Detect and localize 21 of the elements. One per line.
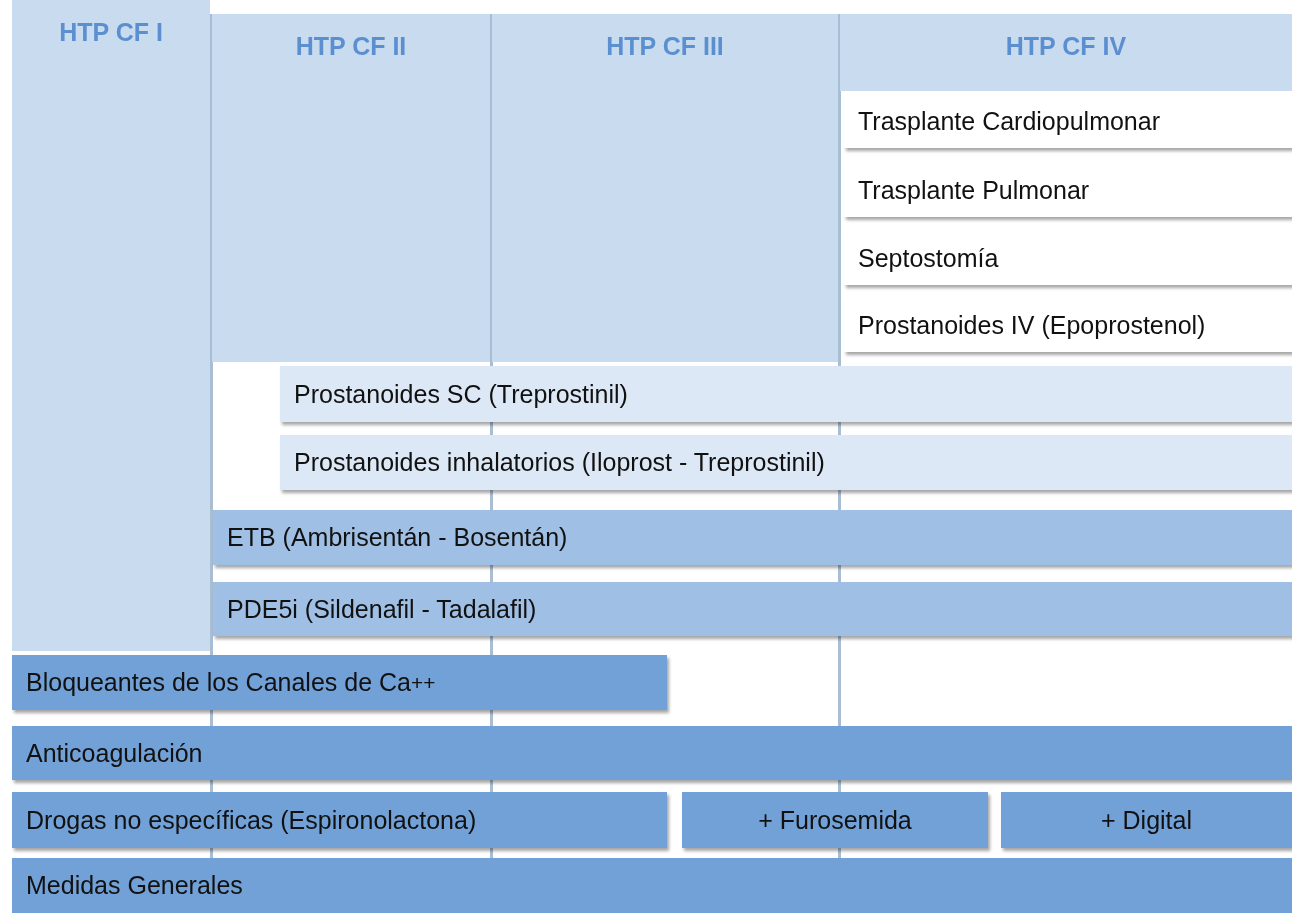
column-heading: HTP CF IV <box>1004 32 1128 61</box>
therapy-bar: Septostomía <box>844 232 1292 285</box>
therapy-bar: Trasplante Cardiopulmonar <box>844 95 1292 148</box>
therapy-bar: Prostanoides inhalatorios (Iloprost - Treprostinil) <box>280 435 1292 490</box>
column-panel <box>212 14 490 362</box>
therapy-bar: Drogas no específicas (Espironolactona) <box>12 792 667 848</box>
therapy-bar: Medidas Generales <box>12 858 1292 913</box>
column-panel <box>840 14 1292 91</box>
column-heading: HTP CF I <box>58 18 164 47</box>
column-panel <box>492 14 838 362</box>
column-heading: HTP CF III <box>605 32 725 61</box>
therapy-bar: + Digital <box>1001 792 1292 848</box>
column-panel <box>12 0 210 651</box>
column-heading: HTP CF II <box>294 32 408 61</box>
therapy-bar: ETB (Ambrisentán - Bosentán) <box>213 510 1292 565</box>
therapy-bar: Prostanoides IV (Epoprostenol) <box>844 298 1292 352</box>
therapy-bar: Anticoagulación <box>12 726 1292 780</box>
therapy-bar: Trasplante Pulmonar <box>844 163 1292 217</box>
therapy-bar: + Furosemida <box>682 792 988 848</box>
therapy-bar: Prostanoides SC (Treprostinil) <box>280 366 1292 422</box>
therapy-bar: PDE5i (Sildenafil - Tadalafil) <box>213 582 1292 636</box>
